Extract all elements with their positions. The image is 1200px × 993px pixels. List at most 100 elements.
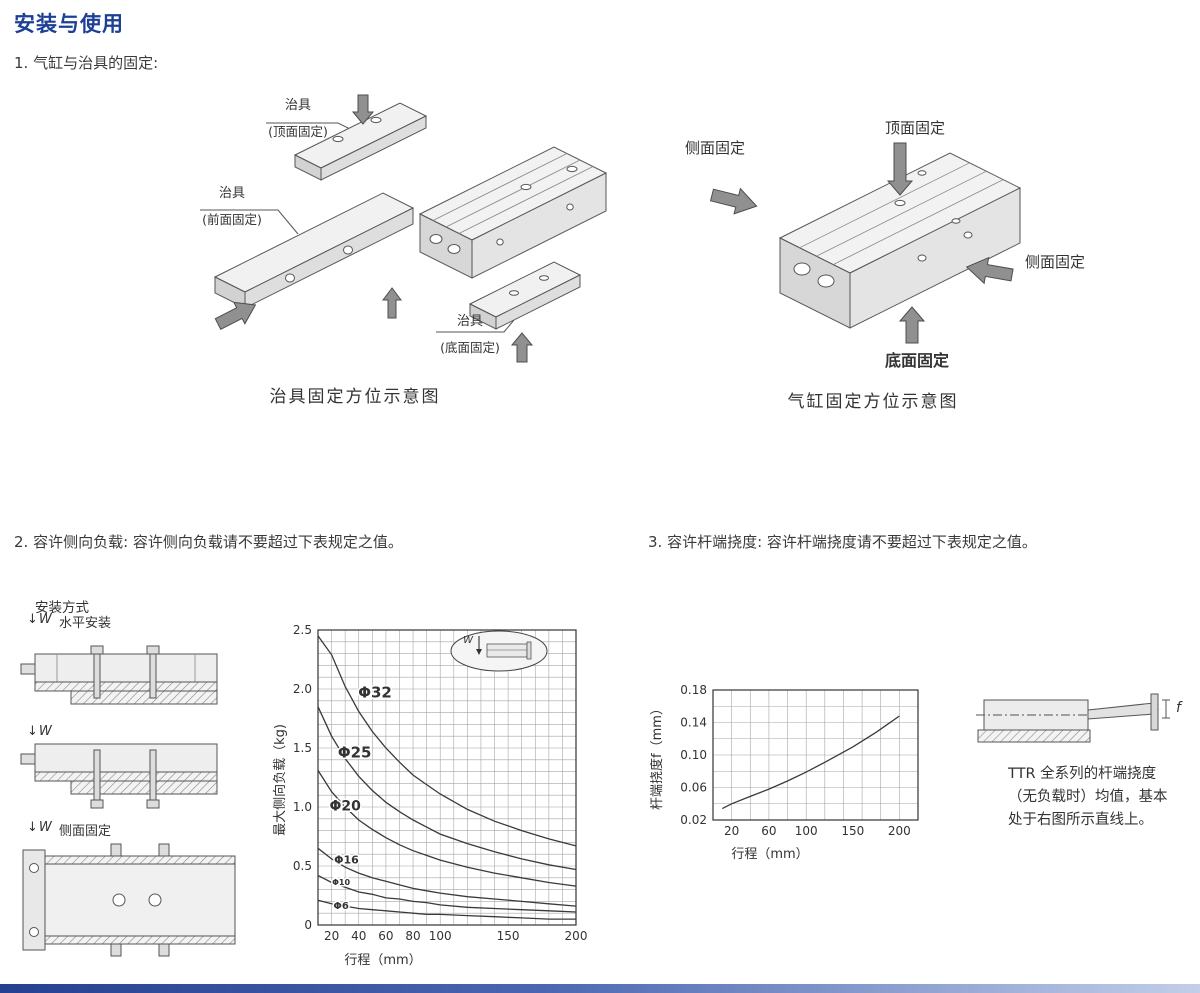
x-tick-label: 150 [841,824,864,838]
series-curve-Φ32 [317,635,577,847]
note-line-1: TTR 全系列的杆端挠度 [1008,766,1157,782]
note-line-3: 处于右图所示直线上。 [1008,812,1153,828]
y-tick-label: 0.14 [680,716,707,730]
jig-top-label-line1: 治具 [284,98,311,113]
jig-top-label-line2: (顶面固定) [268,124,328,139]
deflection-f-label: f [1176,700,1181,716]
plot-border [712,689,919,821]
inset-cylinder-body [486,643,528,658]
inset-w-label: W [463,635,474,646]
bottom-fix-arrow-icon [898,306,926,344]
cylinder-body [778,152,1022,329]
right-side-fix-arrow-icon [965,256,1014,285]
top-fix-arrow-icon [886,142,914,196]
side-mount-label: 侧面固定 [59,824,112,839]
series-label: Φ25 [338,743,372,761]
w-load-indicator-1: ↓W [27,612,52,627]
x-tick-label: 100 [795,824,818,838]
series-curve-Φ6 [317,899,576,920]
jig-top-plate [293,102,428,181]
x-tick-label: 60 [761,824,776,838]
x-tick-label: 150 [497,929,520,943]
w-load-indicator-2: ↓W [27,724,52,739]
series-label: Φ6 [333,901,349,912]
down-arrow-icon: ↓ [27,612,38,627]
jig-fixing-diagram [200,94,608,363]
series-curve-杆端挠度 [722,715,900,810]
jig-front-label-line2: (前面固定) [202,212,262,227]
deflection-note: TTR 全系列的杆端挠度 （无负载时）均值，基本 处于右图所示直线上。 [1008,763,1200,832]
jig-diagram-caption: 治具固定方位示意图 [269,387,441,407]
y-tick-label: 1.0 [293,800,312,814]
jig-bottom-plate [468,261,582,330]
x-tick-label: 200 [565,929,588,943]
cylinder-diagram-caption: 气缸固定方位示意图 [787,392,959,412]
down-arrow-icon [351,94,375,125]
mounting-methods-area: 安装方式 ↓W 水平安装 ↓W [15,592,271,972]
cylinder-diagram-area: 顶面固定 侧面固定 侧面固定 底面固定 气缸固定方位示意图 [660,103,1120,415]
section3-heading: 3. 容许杆端挠度: 容许杆端挠度请不要超过下表规定之值。 [648,533,1037,551]
cylinder-top-fix-label: 顶面固定 [884,119,945,137]
up-arrow-icon [382,287,402,319]
cylinder-side-fix-right-label: 侧面固定 [1024,253,1085,271]
y-tick-label: 2.0 [293,682,312,696]
cylinder-fixing-diagram [709,142,1022,344]
series-label: Φ20 [329,799,361,815]
y-tick-label: 0.18 [680,683,707,697]
x-axis-label: 行程（mm） [731,847,808,862]
plot-border [317,629,577,926]
cylinder-side-fix-left-label: 侧面固定 [684,139,745,157]
footer-accent-bar [0,984,1200,993]
horizontal-mount-figure-1 [20,645,218,705]
left-side-fix-arrow-icon [709,187,758,215]
series-curve-Φ16 [317,847,577,907]
deflection-figure [976,693,1170,743]
y-tick-label: 0.5 [293,859,312,873]
jig-front-label: 治具 (前面固定) [192,186,272,228]
jig-top-label: 治具 (顶面固定) [258,98,338,140]
y-tick-label: 0.10 [680,748,707,762]
down-arrow-icon: ↓ [27,820,38,835]
x-tick-label: 100 [429,929,452,943]
deflection-figure-area: f [950,690,1200,754]
y-axis-label: 杆端挠度f（mm） [650,702,665,810]
series-label: Φ32 [358,683,392,701]
y-tick-label: 1.5 [293,741,312,755]
jig-bottom-label: 治具 (底面固定) [430,314,510,356]
w-load-indicator-3: ↓W [27,820,52,835]
front-arrow-icon [214,301,257,331]
x-tick-label: 60 [378,929,393,943]
note-line-2: （无负载时）均值，基本 [1008,789,1168,805]
w-label: W [38,612,52,627]
y-tick-label: 0.06 [680,781,707,795]
x-tick-label: 20 [724,824,739,838]
down-arrow-icon: ↓ [27,724,38,739]
x-tick-label: 200 [888,824,911,838]
y-axis-label: 最大侧向负载（kg) [272,724,288,836]
y-tick-label: 0.02 [680,813,707,827]
w-label: W [38,820,52,835]
series-curve-Φ10 [317,874,577,913]
jig-front-bar [213,192,415,309]
slide-table-body [418,146,608,279]
jig-front-label-line1: 治具 [218,186,245,201]
y-tick-label: 0 [304,918,312,932]
jig-bottom-label-line1: 治具 [456,314,483,329]
x-axis-label: 行程（mm） [344,953,421,968]
page-title: 安装与使用 [14,12,124,36]
horizontal-mount-figure-2 [20,743,218,809]
horizontal-mount-label: 水平安装 [59,616,112,631]
x-tick-label: 20 [324,929,339,943]
series-curve-Φ25 [317,706,577,871]
bottom-up-arrow-icon [510,332,534,363]
x-tick-label: 40 [351,929,366,943]
series-curve-Φ20 [317,770,577,887]
series-label: Φ10 [332,878,350,887]
section1-heading: 1. 气缸与治具的固定: [14,54,159,72]
section2-heading: 2. 容许侧向负载: 容许侧向负载请不要超过下表规定之值。 [14,533,403,551]
jig-bottom-label-line2: (底面固定) [440,340,500,355]
mounting-title: 安装方式 [35,600,89,616]
series-label: Φ16 [334,854,359,867]
